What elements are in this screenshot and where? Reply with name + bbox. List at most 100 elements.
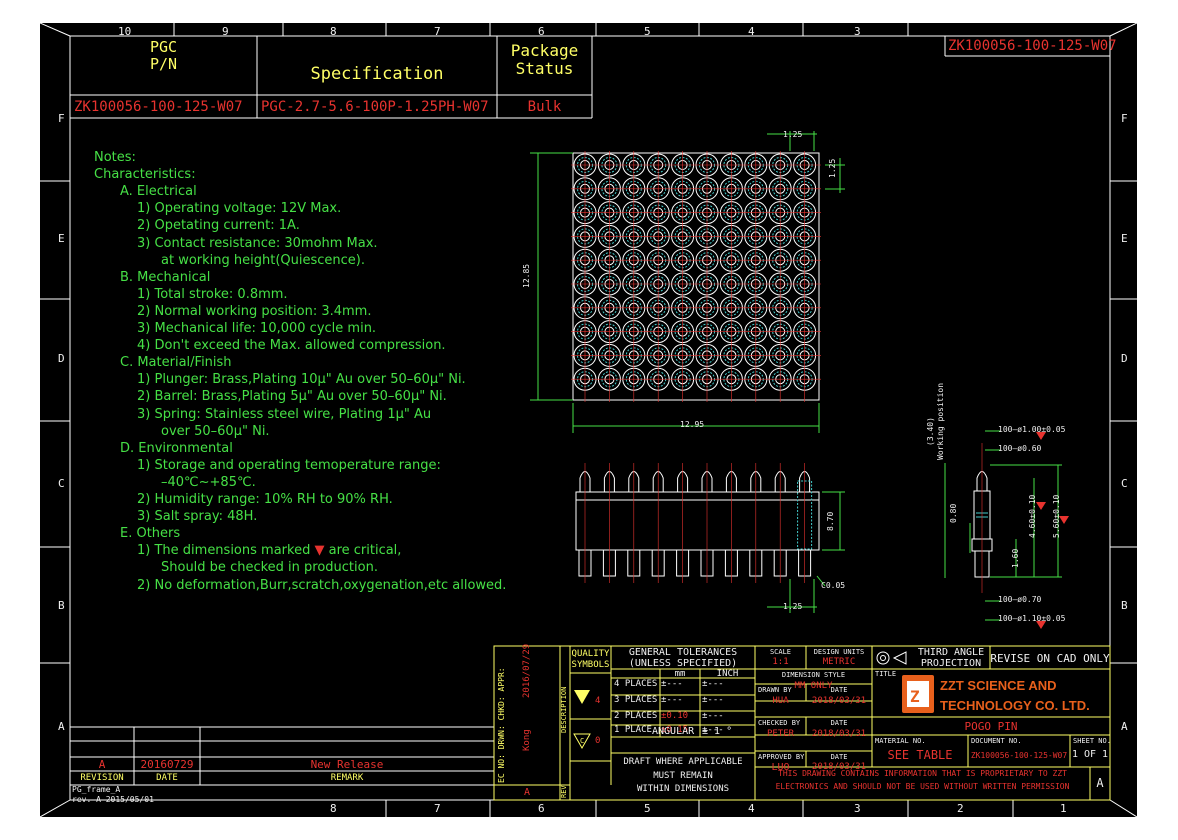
note-line: 3) Contact resistance: 30mohm Max. <box>137 235 378 251</box>
note-line: E. Others <box>120 526 181 542</box>
tolerance-mm: ±0.15 <box>661 725 689 735</box>
quality-symbol-icons: C <box>573 690 591 750</box>
dim-pin-diameter-2: 100–ø0.60 <box>998 444 1042 453</box>
ec-labels-vertical: EC NO: DRWN: CHKD: APPR: <box>497 667 506 783</box>
note-line: –40℃~+85℃. <box>161 474 256 490</box>
spec-value: PGC-2.7-5.6-100P-1.25PH-W07 <box>261 99 489 115</box>
zone-row-A-left: A <box>58 720 65 733</box>
draft-note-3: WITHIN DIMENSIONS <box>636 784 730 794</box>
dim-pin-diameter-3: 100–ø0.70 <box>998 595 1042 604</box>
note-line: 2) No deformation,Burr,scratch,oxygenati… <box>137 577 507 593</box>
dim-pitch-right: 1.25 <box>828 158 837 178</box>
package-value: Bulk <box>527 99 562 115</box>
dim-side-height: 8.70 <box>826 511 835 531</box>
tolerance-inch: ±--- <box>702 695 724 705</box>
angular-value: ± 1 ° <box>702 726 733 737</box>
svg-text:Z: Z <box>910 687 920 706</box>
critical-marker-icon <box>1059 516 1069 524</box>
pin-detail-view <box>944 430 1069 629</box>
housing-outline <box>575 491 820 551</box>
material-label: MATERIAL NO. <box>875 737 926 745</box>
note-line: Should be checked in production. <box>161 560 378 576</box>
zone-row-D-right: D <box>1121 352 1128 365</box>
symbols-label: SYMBOLS <box>571 660 610 670</box>
tolerance-inch: ±--- <box>702 711 724 721</box>
draft-note-2: MUST REMAIN <box>653 771 713 781</box>
zone-col-4: 4 <box>748 25 755 38</box>
corner-document-code: ZK100056-100-125-W07 <box>948 38 1117 54</box>
title-label: TITLE <box>875 670 897 678</box>
drawn-date-value: 2018/03/31 <box>811 696 867 706</box>
frame-revision: rev. A 2015/05/01 <box>72 795 154 804</box>
note-line: B. Mechanical <box>120 269 211 285</box>
svg-text:C: C <box>580 737 584 745</box>
dim-working-position: (3.40) <box>926 417 935 446</box>
dim-pin-h1: 0.80 <box>949 503 958 523</box>
dim-pitch-top: 1.25 <box>783 130 803 139</box>
pn-label: P/N <box>149 55 178 73</box>
critical-triangle-icon <box>574 690 590 704</box>
tolerance-inch-header: INCH <box>716 669 739 679</box>
zone-row-D-left: D <box>58 352 65 365</box>
zone-bottom-2: 2 <box>957 802 964 815</box>
revision-date: 20160729 <box>140 758 194 771</box>
zone-bottom-1: 1 <box>1060 802 1067 815</box>
package-label: Package <box>510 41 579 60</box>
pgc-label: PGC <box>149 38 178 56</box>
zone-row-F-left: F <box>58 112 65 125</box>
company-name-2: TECHNOLOGY CO. LTD. <box>940 698 1090 713</box>
zone-row-C-right: C <box>1121 477 1128 490</box>
critical-marker-icon: ▼ <box>314 543 325 559</box>
company-logo: Z <box>902 675 934 713</box>
tolerance-mm: ±--- <box>661 695 683 705</box>
dim-pin-h4: 1.60 <box>1011 548 1020 568</box>
zone-row-B-left: B <box>58 599 65 612</box>
note-line: C. Material/Finish <box>120 355 232 371</box>
zone-col-6: 6 <box>538 25 545 38</box>
tolerance-label: 1 PLACE <box>614 725 652 735</box>
drawn-by-value: HUA <box>772 696 789 706</box>
proprietary-note-1: THIS DRAWING CONTAINS INFORMATION THAT I… <box>778 769 1067 778</box>
note-line: A. Electrical <box>120 184 197 200</box>
company-name-1: ZZT SCIENCE AND <box>940 678 1057 693</box>
tolerance-mm: ±--- <box>661 679 683 689</box>
remark-col-header: REMARK <box>330 773 364 783</box>
zone-row-B-right: B <box>1121 599 1128 612</box>
note-line: D. Environmental <box>120 440 233 456</box>
drawn-name-vertical: Kong <box>522 729 532 751</box>
revision-remark: New Release <box>310 758 384 771</box>
tolerance-label: 3 PLACES <box>614 695 658 705</box>
checked-by-value: PETER <box>766 729 795 739</box>
drawn-by-label: DRAWN BY <box>758 686 792 694</box>
date-col-header: DATE <box>156 773 178 783</box>
dimstyle-value: MM ONLY <box>794 681 833 691</box>
dim-side-pitch: 1.25 <box>783 602 803 611</box>
zone-col-9: 9 <box>222 25 229 38</box>
sheet-size: A <box>1096 776 1104 790</box>
angular-label: ANGULAR <box>652 726 695 737</box>
tolerance-label: 4 PLACES <box>614 679 658 689</box>
status-label: Status <box>515 59 574 78</box>
approved-by-label: APPROVED BY <box>758 753 805 761</box>
projection-line-2: PROJECTION <box>920 658 982 669</box>
zone-col-5: 5 <box>644 25 651 38</box>
title-rev-value: A <box>523 787 531 798</box>
note-line: Notes: <box>94 150 136 165</box>
checked-date-value: 2018/03/31 <box>811 729 867 739</box>
quality-label: QUALITY <box>571 649 610 659</box>
array-outline <box>572 152 820 401</box>
tolerance-mm-header: mm <box>674 669 686 679</box>
tolerance-inch: ±--- <box>702 725 724 735</box>
sheet-label: SHEET NO. <box>1073 737 1111 745</box>
note-line: 2) Barrel: Brass,Plating 5μ" Au over 50–… <box>137 389 447 405</box>
plunger-head <box>976 471 988 492</box>
dim-pin-diameter-1: 100–ø1.00±0.05 <box>998 425 1066 434</box>
document-label: DOCUMENT NO. <box>971 737 1022 745</box>
dimstyle-label: DIMENSION STYLE <box>781 671 846 679</box>
checked-date-label: DATE <box>830 719 848 727</box>
zone-bottom-8: 8 <box>330 802 337 815</box>
zone-bottom-6: 6 <box>538 802 545 815</box>
approved-by-value: LUO <box>771 762 790 773</box>
tolerance-title-1: GENERAL TOLERANCES <box>628 647 738 658</box>
tolerance-title-2: (UNLESS SPECIFIED) <box>628 658 738 669</box>
